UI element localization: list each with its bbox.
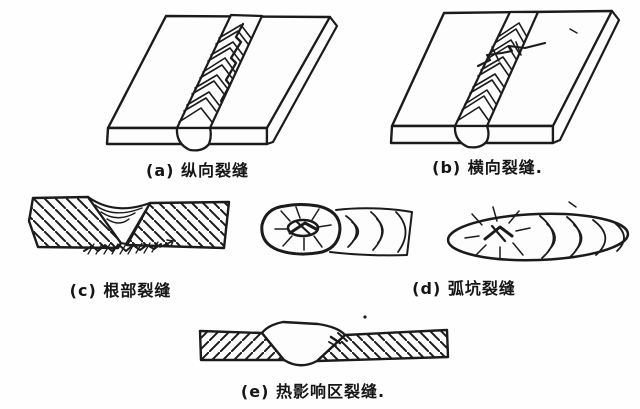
haz-crack-marks [328,332,348,347]
longitudinal-crack-line [219,22,245,103]
weld-metal [86,195,152,246]
weld-bead [175,13,264,152]
weld-bead [453,10,547,149]
crack-arrow [159,239,174,248]
surface-mark [568,201,577,208]
figure-crater-crack [260,201,630,262]
weld-bead-end-2 [446,201,630,262]
bead-outline [446,212,630,262]
weld-bead-end [175,126,212,152]
caption-haz-crack: (e) 热影响区裂缝. [240,382,386,401]
caption-transverse-crack: (b) 横向裂缝. [432,158,543,177]
root-crack-line [83,239,174,255]
figure-transverse-crack [389,9,621,149]
caption-longitudinal-crack: (a) 纵向裂缝 [146,161,249,180]
transverse-crack-line [476,41,547,68]
weld-bead-end [453,124,490,149]
radial-cracks [464,206,531,260]
weld-bead-end-1 [260,203,413,257]
surface-mark [363,315,367,319]
crater-crack-smudge [288,220,318,236]
weld-ripples [456,22,528,122]
caption-crater-crack: (d) 弧坑裂缝 [412,279,516,298]
surface-mark [569,28,578,34]
crater-crack-smudge [483,224,514,243]
figure-haz-crack [198,315,450,367]
caption-root-crack: (c) 根部裂缝 [69,281,172,300]
figure-root-crack [27,195,231,255]
radial-cracks [274,206,332,251]
bead-ripples [345,211,407,253]
bead-ripples [539,215,625,259]
weld-cross-section [260,320,347,367]
figure-longitudinal-crack [105,13,339,152]
